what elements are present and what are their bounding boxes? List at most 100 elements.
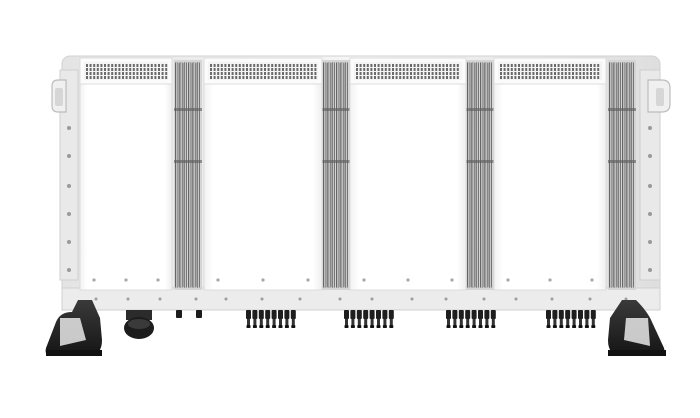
heatsink-fin [622,62,626,288]
heatsink-fin [344,62,348,288]
dc-connector [258,310,264,319]
heatsink-fin [179,62,183,288]
base-screw [224,297,228,301]
dc-connector [490,310,496,319]
heatsink-column [608,60,636,290]
base-screw [410,297,414,301]
heatsink-fin [192,62,196,288]
dc-connector-group [446,310,496,328]
side-screws [67,126,652,272]
heatsink-column [174,60,202,290]
base-screw [482,297,486,301]
heatsink-fin [183,62,187,288]
heatsink-fin [630,62,634,288]
front-panel [79,57,173,291]
dc-connector [344,310,349,319]
dc-connector [388,310,394,319]
base-screws [94,297,628,301]
dc-connector [565,310,571,319]
base-screw [444,297,448,301]
dc-connector [552,310,558,319]
base-screw [514,297,518,301]
heatsink-fin [475,62,479,288]
dc-connector [465,310,471,319]
vent-grille [208,62,318,80]
dc-connectors [176,310,596,328]
aux-connectors [176,310,202,318]
heatsink-column [322,60,350,290]
heatsink-fin [484,62,488,288]
heatsink-fin [188,62,192,288]
dc-connector [452,310,458,319]
dc-connector [484,310,490,319]
front-panel [349,57,467,291]
heatsink-fin [336,62,340,288]
dc-connector [478,310,483,319]
dc-connector [446,310,451,319]
base-screw [94,297,98,301]
dc-connector [356,310,362,319]
base-screw [550,297,554,301]
heatsink-fin [609,62,613,288]
panel-screw [450,278,454,282]
dc-connector [382,310,388,319]
dc-connector [578,310,583,319]
heatsink-fin [327,62,331,288]
vent-grille [84,62,168,80]
dc-connector-group [246,310,296,328]
base-screw [158,297,162,301]
heatsink-fin [175,62,179,288]
left-support-foot [45,300,102,356]
base-screw [260,297,264,301]
panel-screw [548,278,552,282]
dc-connector [271,310,277,319]
right-handle [647,79,671,113]
base-screw [588,297,592,301]
dc-connector [558,310,564,319]
dc-connector [571,310,577,319]
dc-connector [369,310,375,319]
panel-screw [506,278,510,282]
dc-connector [376,310,381,319]
dc-connector [278,310,283,319]
vent-grille [498,62,602,80]
heatsink-fin [331,62,335,288]
base-screw [126,297,130,301]
panel-screw [406,278,410,282]
panel-screw [261,278,265,282]
dc-connector [546,310,551,319]
heatsink-fin [471,62,475,288]
base-screw [370,297,374,301]
heatsink-fin [480,62,484,288]
dc-connector [363,310,369,319]
base-screw [194,297,198,301]
dc-connector [350,310,356,319]
cable-gland [124,310,154,339]
front-panel [493,57,607,291]
front-panel [203,57,323,291]
heatsink-fin [196,62,200,288]
base-screw [624,297,628,301]
heatsink-column [466,60,494,290]
dc-connector [590,310,596,319]
dc-connector [246,310,251,319]
panel-screw [306,278,310,282]
dc-connector-group [344,310,394,328]
heatsink-fin [626,62,630,288]
panel-screw [362,278,366,282]
right-support-foot [608,300,666,356]
panel-screw [216,278,220,282]
dc-connector [284,310,290,319]
heatsink-fin [467,62,471,288]
heatsink-fin [323,62,327,288]
panel-screw [590,278,594,282]
dc-connector [252,310,258,319]
dc-connector-group [546,310,596,328]
left-handle [51,79,67,113]
panel-screw [156,278,160,282]
dc-connector [265,310,271,319]
heatsink-fin [613,62,617,288]
top-grilles [84,62,602,80]
base-screw [338,297,342,301]
